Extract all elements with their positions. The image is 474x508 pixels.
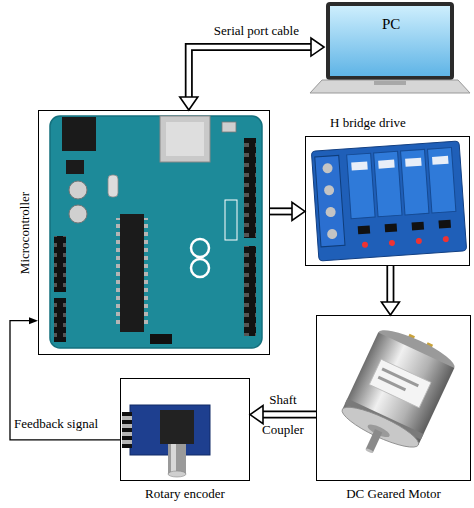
block-arrow bbox=[381, 266, 399, 315]
node-label: H bridge drive bbox=[330, 115, 406, 131]
arrow-shaft bbox=[270, 207, 292, 215]
edge-label: Feedback signal bbox=[14, 416, 98, 432]
arrow-head bbox=[250, 406, 263, 424]
computer-node: PC bbox=[324, 0, 470, 96]
edge-label: Serial port cable bbox=[214, 23, 299, 39]
block-arrow bbox=[250, 406, 316, 424]
arrow-shaft-inner bbox=[270, 209, 292, 214]
arrow-shaft bbox=[386, 266, 394, 302]
driver-box: H bridge drive bbox=[305, 136, 470, 266]
arrow-head bbox=[311, 38, 324, 56]
arrow-head bbox=[29, 317, 38, 324]
arrow-shaft bbox=[263, 411, 316, 419]
signal-arrow bbox=[10, 317, 120, 440]
arrow-head bbox=[180, 97, 198, 110]
arduino-board-drawing bbox=[50, 116, 262, 348]
arrow-shaft-inner bbox=[189, 47, 311, 97]
dc-motor-drawing bbox=[331, 322, 460, 470]
node-label: DC Geared Motor bbox=[346, 486, 441, 502]
arrow-shaft bbox=[189, 47, 311, 97]
arrow-head bbox=[292, 202, 305, 220]
node-label: Microcontroller bbox=[17, 191, 33, 273]
encoder-box: Rotary encoder bbox=[120, 378, 250, 481]
microcontroller-box: Microcontroller bbox=[38, 110, 270, 355]
arrow-shaft-inner bbox=[388, 266, 393, 302]
arrow-shaft-inner bbox=[263, 412, 316, 417]
relay-module-drawing bbox=[311, 141, 466, 261]
block-arrow bbox=[270, 202, 305, 220]
edge-label: Shaft Coupler bbox=[257, 385, 309, 445]
laptop-drawing bbox=[310, 2, 470, 93]
rotary-encoder-drawing bbox=[122, 405, 210, 477]
motor-box: DC Geared Motor bbox=[316, 315, 471, 481]
arrow-shaft bbox=[10, 321, 120, 440]
block-arrow bbox=[180, 38, 324, 110]
arrow-head bbox=[381, 302, 399, 315]
node-label: PC bbox=[382, 16, 400, 33]
node-label: Rotary encoder bbox=[145, 486, 225, 502]
